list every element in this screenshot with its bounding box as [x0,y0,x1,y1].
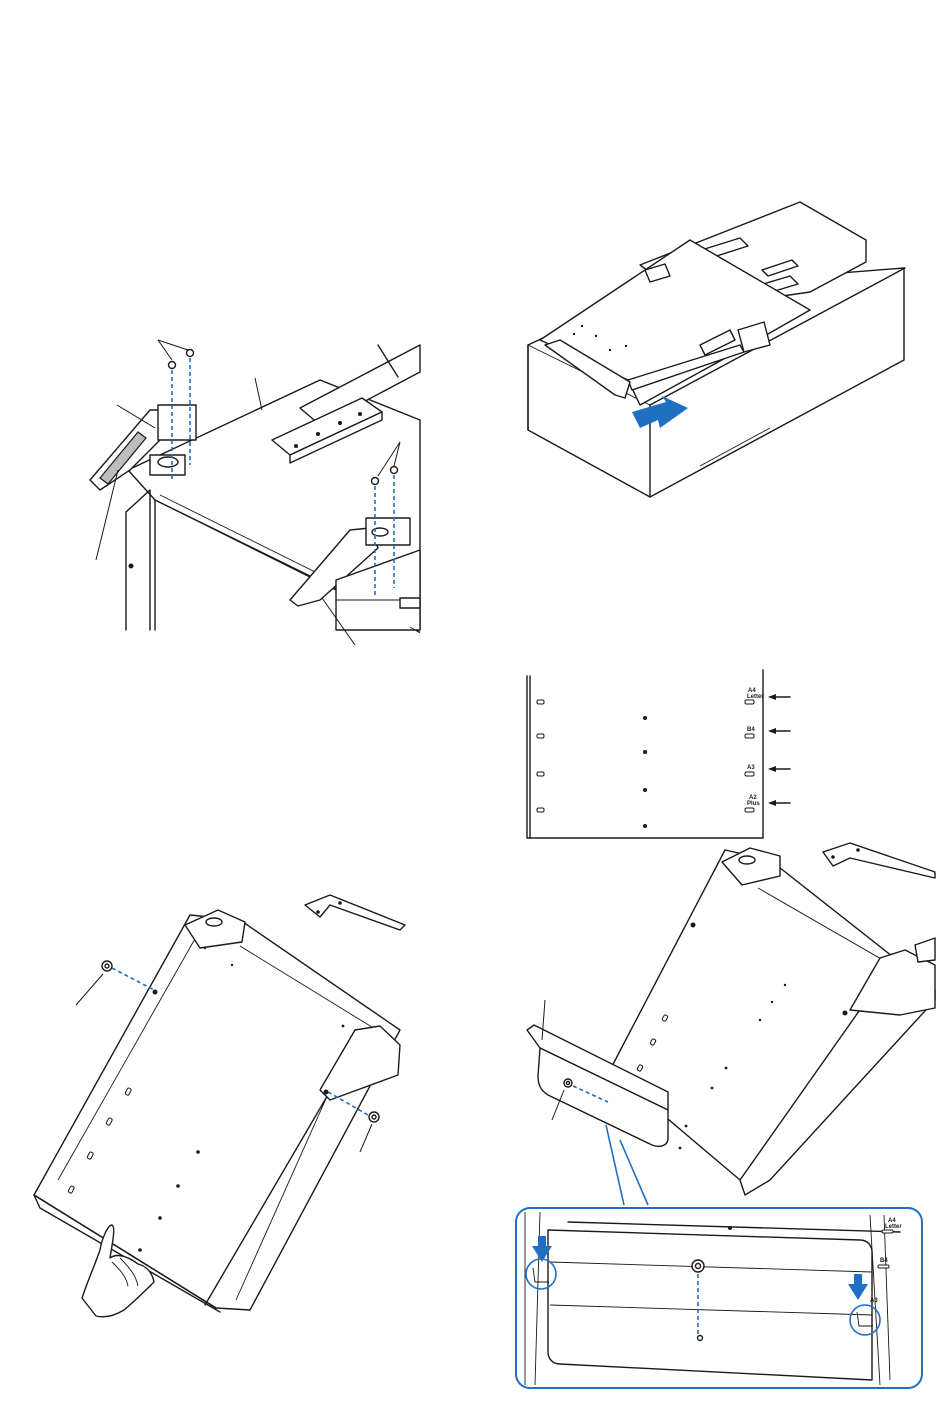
detail-stop-plate [548,1230,872,1380]
figure-tray-slide [528,202,905,497]
detail-mark-a3: A3 [870,1298,878,1304]
detail-mark-a4-bottom: Letter [885,1224,902,1230]
figure-paper-size-marks: A4 Letter B4 A3 A2 Plus [527,670,790,838]
size-label-marks: A4 Letter B4 A3 A2 Plus [745,688,764,812]
screw-icon [692,1260,704,1272]
figure-bracket-installation [90,340,420,645]
mark-a4-letter-bottom: Letter [747,694,764,700]
figure-paper-stop: A4 Letter B4 A3 [516,843,935,1388]
tray-panel [34,915,400,1310]
mark-a2-bottom: Plus [747,801,760,807]
mark-b4: B4 [747,727,755,733]
mark-a3: A3 [747,765,755,771]
figure-tray-screws [34,895,405,1317]
detail-mark-b4: B4 [880,1258,888,1264]
slot-marks [537,700,647,828]
pointer-arrow-icon [768,694,790,806]
screw-icon [564,1079,572,1087]
